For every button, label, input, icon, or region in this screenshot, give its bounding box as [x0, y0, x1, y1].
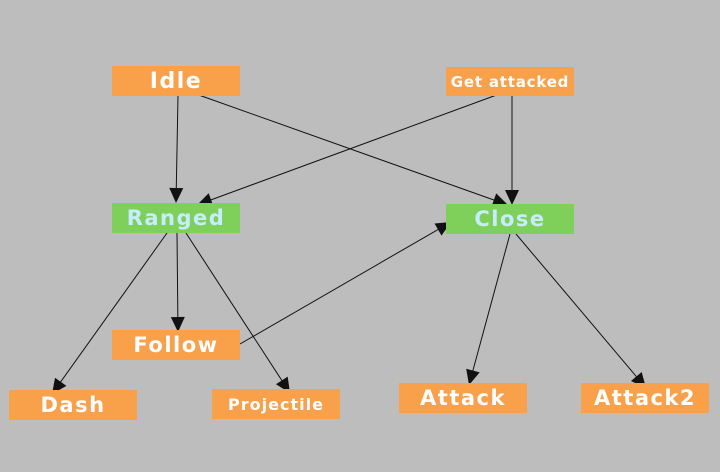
- arrowhead: [491, 193, 508, 207]
- arrowhead: [170, 316, 185, 332]
- node-close: Close: [446, 204, 574, 234]
- node-follow: Follow: [112, 330, 240, 360]
- node-ranged: Ranged: [112, 203, 240, 233]
- node-get-attacked: Get attacked: [446, 67, 574, 96]
- arrowhead: [466, 368, 480, 385]
- edge-get-attacked-to-close: [505, 93, 519, 205]
- edge-ranged-to-projectile: [185, 232, 290, 393]
- edge-ranged-to-dash: [52, 232, 168, 394]
- node-projectile: Projectile: [212, 389, 340, 419]
- node-idle: Idle: [112, 66, 240, 96]
- edge-close-to-attack2: [515, 233, 646, 388]
- edge-close-to-attack: [466, 233, 511, 385]
- edge-get-attacked-to-ranged: [197, 92, 503, 207]
- arrowhead: [169, 187, 184, 203]
- arrowhead: [275, 376, 290, 393]
- node-attack2: Attack2: [581, 383, 709, 413]
- edge-ranged-to-follow: [170, 232, 185, 332]
- edge-idle-to-close: [195, 93, 508, 207]
- edge-follow-to-close: [239, 222, 451, 345]
- arrowhead: [505, 190, 519, 205]
- edge-idle-to-ranged: [169, 95, 184, 203]
- node-dash: Dash: [9, 390, 137, 420]
- node-attack: Attack: [399, 383, 527, 413]
- arrowhead: [52, 377, 67, 394]
